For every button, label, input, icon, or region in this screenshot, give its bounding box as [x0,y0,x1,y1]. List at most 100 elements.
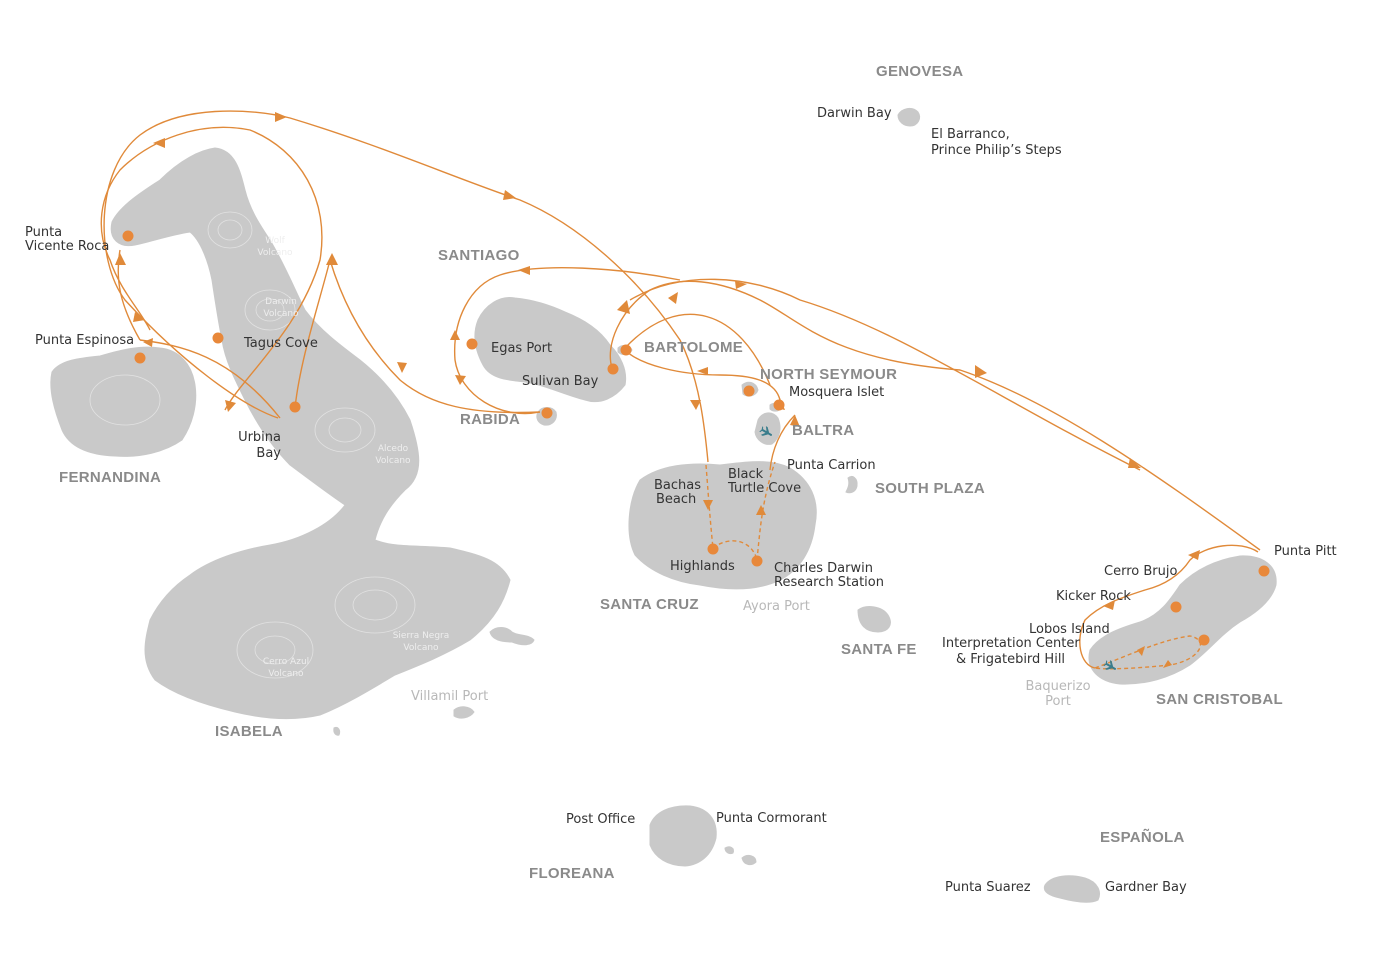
arrow-1 [275,112,287,122]
island-label-south-plaza[interactable]: SOUTH PLAZA [875,480,985,497]
stop-marker-icon[interactable] [212,332,224,344]
island-label-espanola[interactable]: ESPAÑOLA [1100,828,1185,846]
stop-marker-icon[interactable] [707,543,719,555]
site-label-charles-darwin[interactable]: Charles Darwin [774,561,873,576]
route-isabela-north-loop [103,110,709,463]
island-floreana [649,805,717,867]
arrow-24 [1188,550,1200,560]
island-south-plaza [845,475,858,494]
arrow-27 [1163,660,1172,668]
island-espanola [1043,875,1100,903]
island-label-bartolome[interactable]: BARTOLOME [644,339,743,356]
stop-marker-icon[interactable] [1170,601,1182,613]
island-label-isabela[interactable]: ISABELA [215,723,283,740]
island-label-santiago[interactable]: SANTIAGO [438,247,520,264]
site-label-darwin-bay[interactable]: Darwin Bay [817,106,892,121]
volcano-labels: Wolf Volcano Darwin Volcano Alcedo Volca… [257,236,449,679]
stop-marker-icon[interactable] [743,385,755,397]
site-label-mosquera-islet[interactable]: Mosquera Islet [789,385,884,400]
island-santa-cruz [628,461,817,590]
site-label-punta-vicente-roca[interactable]: Vicente Roca [25,239,109,254]
volcano-label: Sierra Negra [393,631,450,641]
port-label-villamil[interactable]: Villamil Port [411,689,488,704]
site-label-interpretation-center[interactable]: Interpretation Center [942,636,1080,651]
airport-layer [759,426,1117,670]
stop-marker-icon[interactable] [122,230,134,242]
volcano-label: Alcedo [378,444,409,454]
site-label-punta-carrion[interactable]: Punta Carrion [787,458,876,473]
site-label-black-turtle-cove[interactable]: Turtle Cove [727,481,801,496]
route-highlands-cdrs [712,540,758,561]
arrow-15 [735,281,747,289]
stop-marker-icon[interactable] [289,401,301,413]
port-labels: Ayora Port Villamil Port Baquerizo Port [411,599,1091,709]
arrow-26 [1137,646,1145,656]
stop-marker-icon[interactable] [607,363,619,375]
site-label-tagus-cove[interactable]: Tagus Cove [243,336,318,351]
islet-floreana-1 [724,846,734,855]
stop-marker-icon[interactable] [751,555,763,567]
site-label-urbina-bay[interactable]: Urbina [238,430,281,445]
port-label-ayora[interactable]: Ayora Port [743,599,810,614]
site-label-lobos-island[interactable]: Lobos Island [1029,622,1110,637]
island-label-rabida[interactable]: RABIDA [460,411,520,428]
arrow-8 [143,338,153,347]
site-label-el-barranco[interactable]: El Barranco, [931,127,1010,142]
site-label-bachas-beach[interactable]: Bachas [654,478,701,493]
island-label-santa-fe[interactable]: SANTA FE [841,641,917,658]
island-label-fernandina[interactable]: FERNANDINA [59,469,161,486]
site-label-punta-pitt[interactable]: Punta Pitt [1274,544,1337,559]
stop-marker-icon[interactable] [1258,565,1270,577]
route-bartolome-loop [609,280,1261,551]
site-label-punta-espinosa[interactable]: Punta Espinosa [35,333,134,348]
site-label-urbina-bay[interactable]: Bay [256,446,281,461]
stop-marker-icon[interactable] [620,344,632,356]
route-santa-cruz-east [629,278,1141,471]
volcano-label: Darwin [265,297,297,307]
site-label-punta-cormorant[interactable]: Punta Cormorant [716,811,827,826]
site-label-black-turtle-cove[interactable]: Black [728,467,764,482]
island-label-santa-cruz[interactable]: SANTA CRUZ [600,596,699,613]
stop-marker-icon[interactable] [466,338,478,350]
island-label-genovesa[interactable]: GENOVESA [876,63,963,80]
port-label-baquerizo[interactable]: Baquerizo [1025,679,1090,694]
site-label-interpretation-center[interactable]: & Frigatebird Hill [956,652,1065,667]
site-label-post-office[interactable]: Post Office [566,812,635,827]
volcano-label: Volcano [375,456,411,466]
stop-marker-icon[interactable] [1198,634,1210,646]
route-cdrs-blackturtle [756,461,776,561]
island-label-baltra[interactable]: BALTRA [792,422,854,439]
arrow-22 [703,500,713,510]
site-label-egas-port[interactable]: Egas Port [491,341,552,356]
stop-marker-icon[interactable] [773,399,785,411]
site-label-kicker-rock[interactable]: Kicker Rock [1056,589,1131,604]
arrow-14 [668,292,678,304]
site-label-punta-suarez[interactable]: Punta Suarez [945,880,1031,895]
port-label-baquerizo[interactable]: Port [1045,694,1071,709]
site-label-el-barranco[interactable]: Prince Philip’s Steps [931,143,1062,158]
islet-villamil [453,706,475,719]
site-label-gardner-bay[interactable]: Gardner Bay [1105,880,1187,895]
site-label-cerro-brujo[interactable]: Cerro Brujo [1104,564,1177,579]
airplane-icon [1103,660,1117,670]
site-label-highlands[interactable]: Highlands [670,559,735,574]
site-label-bachas-beach[interactable]: Beach [656,492,696,507]
site-label-punta-vicente-roca[interactable]: Punta [25,225,62,240]
site-label-charles-darwin[interactable]: Research Station [774,575,884,590]
stop-marker-icon[interactable] [541,407,553,419]
site-label-sulivan-bay[interactable]: Sulivan Bay [522,374,599,389]
route-rabida-santiago [453,267,681,415]
arrow-18 [975,365,987,378]
arrow-3 [503,190,516,200]
route-isabela-inner-loop [100,126,323,411]
island-label-floreana[interactable]: FLOREANA [529,865,615,882]
airplane-icon [759,426,773,436]
site-labels: Darwin Bay El Barranco, Prince Philip’s … [25,106,1337,895]
stop-marker-icon[interactable] [134,352,146,364]
route-pitt-brujo [1079,544,1259,669]
arrow-5 [115,253,126,265]
island-label-san-cristobal[interactable]: SAN CRISTOBAL [1156,691,1283,708]
island-label-north-seymour[interactable]: NORTH SEYMOUR [760,366,897,383]
islet-floreana-2 [741,854,757,866]
